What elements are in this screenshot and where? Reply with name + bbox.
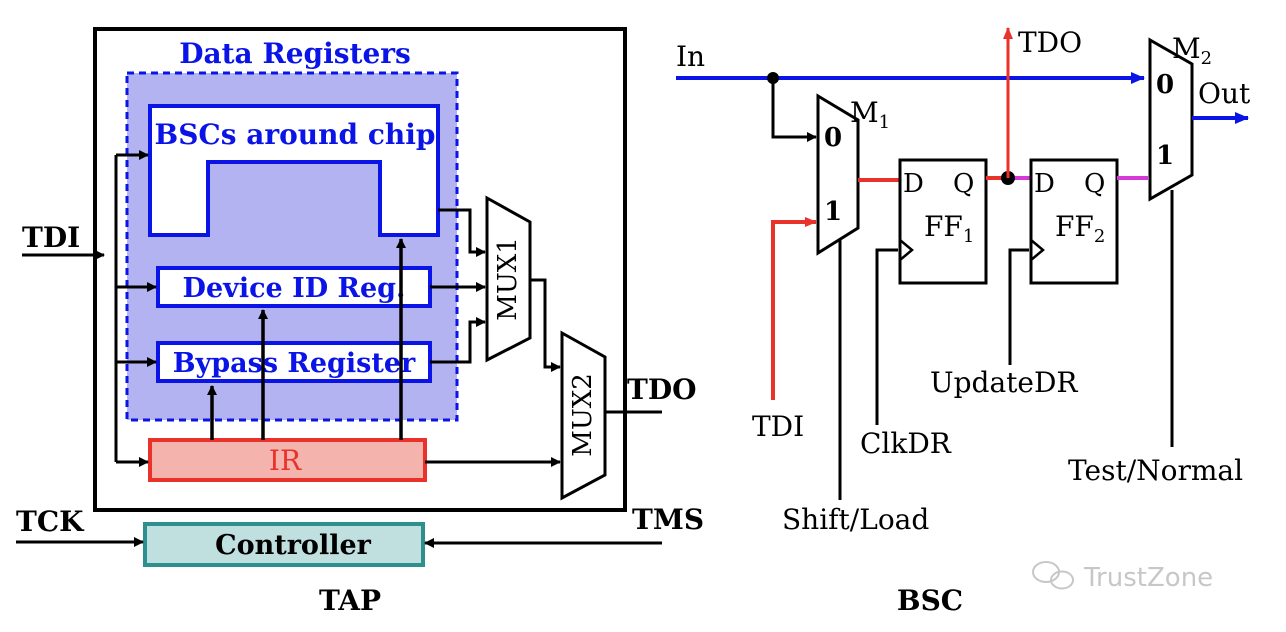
mux-m2: [1148, 37, 1194, 202]
instruction-register: [148, 438, 427, 482]
chat-bubbles-icon: [1032, 561, 1074, 590]
bsc-diagram: In 0 1 M1 TDI Shift/Load D Q FF1 ClkDR T…: [676, 26, 1251, 617]
bscs-register: [148, 104, 440, 237]
ff2-d: D: [1034, 169, 1055, 199]
data-registers-label: Data Registers: [179, 37, 411, 70]
shiftload-label: Shift/Load: [782, 503, 929, 536]
tap-caption: TAP: [319, 584, 381, 617]
tms-label: TMS: [632, 503, 704, 536]
bscs-to-mux1: [438, 208, 486, 257]
bypass-to-mux1: [430, 317, 486, 364]
watermark-text: TrustZone: [1083, 563, 1213, 593]
updatedr-label: UpdateDR: [930, 366, 1078, 399]
bsc-caption: BSC: [897, 584, 963, 617]
in-to-m1: [771, 78, 817, 142]
testnormal-label: Test/Normal: [1068, 454, 1243, 487]
ff1-q: Q: [953, 169, 974, 199]
bypass-label: Bypass Register: [173, 348, 416, 379]
m1-label: M1: [850, 96, 890, 133]
mux2: [560, 330, 607, 501]
ir-label: IR: [269, 444, 302, 477]
mux1: [485, 195, 532, 363]
bsc-tdo-label: TDO: [1018, 26, 1082, 59]
mux1-label: MUX1: [493, 237, 523, 321]
bsc-in-label: In: [676, 40, 705, 73]
ff1-d: D: [903, 169, 924, 199]
controller-label: Controller: [215, 530, 372, 561]
clkdr-label: ClkDR: [860, 427, 952, 460]
watermark: TrustZone: [1032, 561, 1213, 593]
bsc-out-label: Out: [1198, 77, 1251, 110]
m2-in0: 0: [1156, 70, 1174, 100]
m2-label: M2: [1172, 32, 1212, 69]
tap-tdo-label: TDO: [627, 373, 697, 406]
tck-label: TCK: [16, 505, 85, 538]
m2-in1: 1: [1156, 141, 1174, 171]
ff2: [1029, 158, 1119, 285]
ff2-q: Q: [1084, 169, 1105, 199]
ff1-clock-mark: [899, 239, 914, 261]
bypass-register: [156, 341, 432, 383]
updatedr-line: [1008, 248, 1029, 365]
ff1-label: FF1: [924, 210, 974, 247]
ff1: [898, 158, 988, 285]
controller-box: [143, 522, 425, 567]
ff2-label: FF2: [1055, 210, 1105, 247]
m1-in0: 0: [824, 123, 842, 153]
tdi-to-m1: [771, 217, 817, 400]
mux-m1: [816, 93, 860, 256]
tap-diagram: Data Registers BSCs around chip Device I…: [16, 27, 704, 617]
bsc-tdi-label: TDI: [752, 410, 804, 443]
mux2-label: MUX2: [568, 373, 598, 457]
ff2-clock-mark: [1030, 239, 1045, 261]
m1-in1: 1: [824, 197, 842, 227]
mux1-to-mux2: [530, 278, 561, 372]
tap-tdi-label: TDI: [22, 221, 80, 254]
device-id-label: Device ID Reg.: [183, 273, 406, 304]
tap-chip-box: [93, 27, 627, 512]
bscs-label: BSCs around chip: [155, 118, 436, 151]
clkdr-line: [875, 248, 898, 425]
